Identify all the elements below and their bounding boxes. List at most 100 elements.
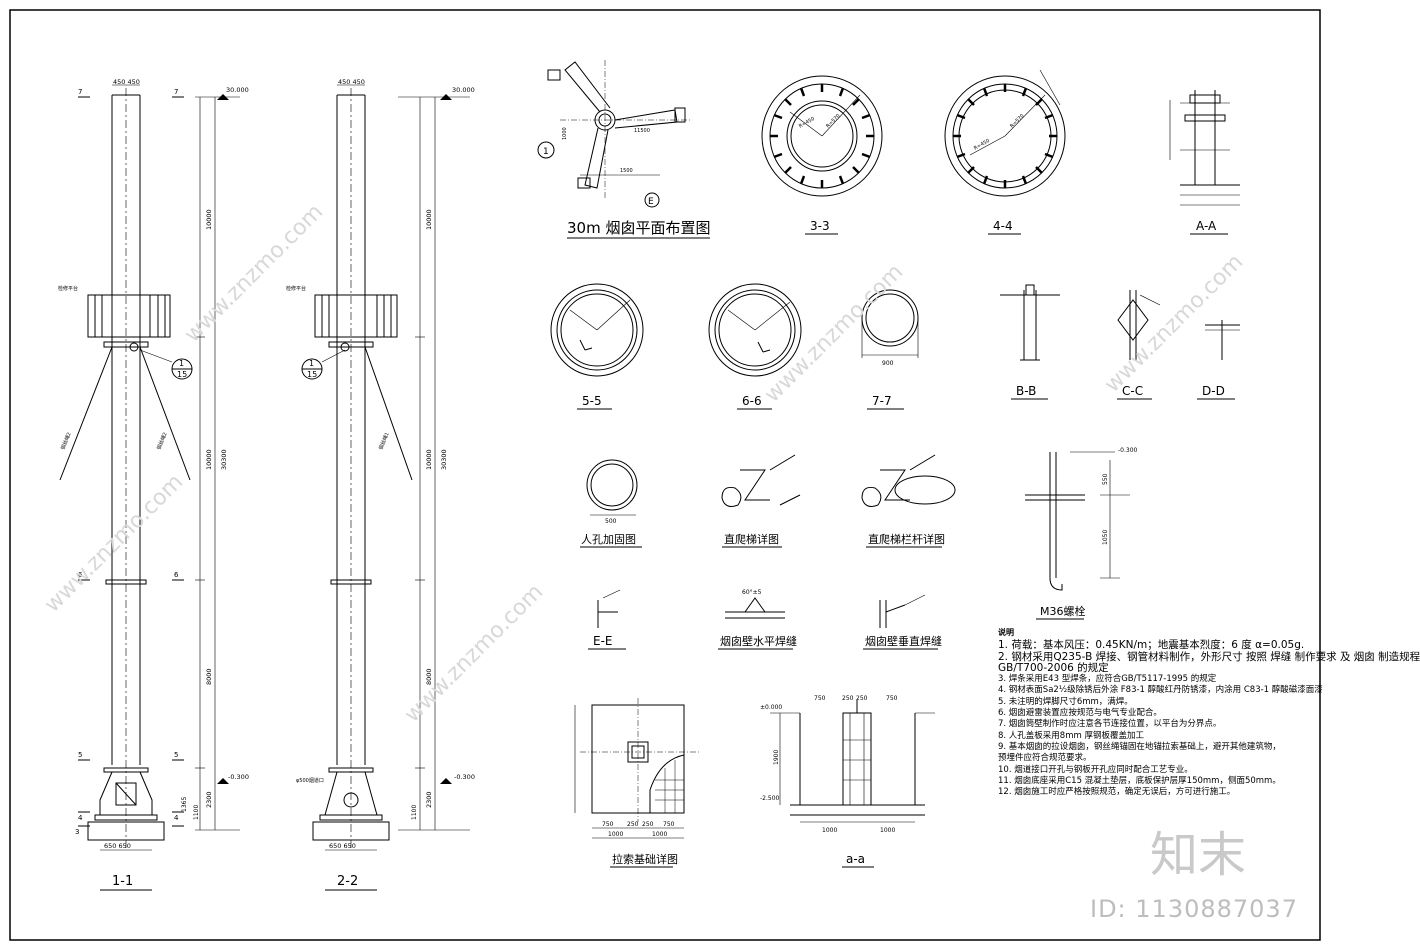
saa-dim-4: 1000: [822, 827, 837, 834]
e22-dim-mid: 10000: [425, 449, 433, 470]
manhole-dim: 500: [605, 518, 617, 525]
see-title: E-E: [593, 634, 613, 648]
note-line-7: 6. 烟囱避雷装置应按规范与电气专业配合。: [998, 708, 1162, 719]
drawing-sheet: 450 450 30.000 -0.300 10000 10000 30300 …: [9, 9, 1321, 941]
section-e-e: [597, 589, 621, 628]
e11-sec6-right: 6: [174, 571, 179, 579]
section-7-7: [861, 289, 919, 358]
section-6-6: [708, 283, 802, 377]
bolt-dim-1: 1050: [1102, 530, 1109, 545]
e11-dim-total: 30300: [220, 449, 228, 470]
vertical-weld: [879, 594, 926, 628]
s55-title: 5-5: [582, 394, 602, 408]
section-b-b-labels: B-B: [1016, 384, 1036, 398]
bolt-elev: -0.300: [1118, 447, 1138, 454]
bolt-title: M36螺栓: [1040, 604, 1086, 618]
saa-dim-1: 250: [842, 695, 854, 702]
e11-dim-b2: 1365: [181, 797, 188, 812]
manhole-title: 人孔加固图: [581, 533, 636, 546]
e11-dim-b1: 1100: [193, 805, 200, 820]
notes-heading: 说明: [998, 628, 1014, 637]
e11-cable-right: 钢丝绳2: [155, 431, 168, 450]
s33-r0: R=450: [798, 116, 816, 130]
ladder-detail: [721, 454, 801, 507]
section-7-7-labels: 900 7-7: [872, 360, 894, 408]
elevation-2-2: [301, 84, 470, 851]
note-line-2: 2. 钢材采用Q235-B 焊接、钢管材料制作，外形尺寸 按照 焊缝 制作要求 …: [998, 650, 1420, 663]
elevation-2-2-labels: 450 450 30.000 -0.300 10000 10000 30300 …: [286, 78, 475, 889]
saa-dim-5: 1000: [880, 827, 895, 834]
e22-dim-b1: 1100: [411, 805, 418, 820]
e11-sec4-left: 4: [78, 814, 83, 822]
e11-dim-bottom: 650 650: [104, 842, 131, 850]
e11-detail-sheet: 15: [177, 370, 187, 379]
e11-sec5-left: 5: [78, 751, 82, 759]
section-a-a-labels: A-A: [1196, 219, 1217, 233]
section-a-a: [1169, 90, 1240, 206]
e11-platform-label: 检修平台: [58, 285, 78, 292]
m36-bolt-labels: -0.300 550 1050 M36螺栓: [1040, 447, 1138, 618]
plan-view-labels: 1 E 1500 1000 11500 30m 烟囱平面布置图: [543, 127, 710, 237]
found-dim-5: 1000: [652, 831, 667, 838]
ladder-rail-labels: 直爬梯栏杆详图: [868, 532, 945, 546]
sdd-title: D-D: [1202, 384, 1225, 398]
plan-view: [537, 60, 690, 208]
plan-axis-1: 1: [543, 147, 549, 157]
e11-cable-left: 钢丝绳2: [59, 431, 72, 450]
e22-detail-num: 1: [309, 359, 314, 368]
scc-title: C-C: [1122, 384, 1143, 398]
section-c-c-labels: C-C: [1122, 384, 1143, 398]
saa-depth: 1900: [773, 750, 780, 765]
e11-sec6-left: 6: [78, 571, 83, 579]
s33-r1: R=570: [825, 113, 841, 129]
e22-top-width: 450 450: [338, 78, 365, 86]
found-dim-4: 1000: [608, 831, 623, 838]
ladder-rail-detail: [861, 454, 956, 507]
saa-title: A-A: [1196, 219, 1217, 233]
plan-axis-e: E: [648, 197, 654, 207]
s66-title: 6-6: [742, 394, 762, 408]
e11-dim-base: 2300: [205, 791, 213, 808]
saa-dim-3: 750: [886, 695, 898, 702]
section-e-e-labels: E-E: [593, 634, 613, 648]
e11-title: 1-1: [112, 874, 133, 889]
elevation-1-1: [59, 84, 240, 851]
e11-sec4-right: 4: [174, 814, 179, 822]
e11-sec3-left: 3: [75, 828, 79, 836]
e22-cable-left: 钢丝绳1: [377, 431, 390, 450]
note-line-4: 3. 焊条采用E43 型焊条，应符合GB/T5117-1995 的规定: [998, 674, 1217, 685]
e22-platform-label: 检修平台: [286, 285, 306, 292]
e22-dim-base: 2300: [425, 791, 433, 808]
design-notes: 说明 1. 荷载：基本风压：0.45KN/m；地震基本烈度：6 度 α=0.05…: [998, 627, 1420, 798]
e22-dim-lower: 8000: [425, 668, 433, 685]
plan-dim-2: 11500: [634, 128, 650, 134]
note-line-3: GB/T700-2006 的规定: [998, 661, 1109, 674]
e11-dim-upper: 10000: [205, 209, 213, 230]
found-dim-0: 750: [602, 821, 614, 828]
sbb-title: B-B: [1016, 384, 1036, 398]
ladder-rail-title: 直爬梯栏杆详图: [868, 532, 945, 546]
s44-title: 4-4: [993, 219, 1013, 233]
s33-title: 3-3: [810, 219, 830, 233]
note-line-1: 1. 荷载：基本风压：0.45KN/m；地震基本烈度：6 度 α=0.05g.: [998, 639, 1305, 652]
e22-opening: φ500烟道口: [296, 777, 324, 784]
saa-dim-2: 250: [856, 695, 868, 702]
vertical-weld-labels: 烟囱壁垂直焊缝: [865, 634, 942, 648]
section-d-d: [1205, 320, 1240, 360]
saa-elev-bot: -2.500: [760, 795, 780, 802]
e22-dim-total: 30300: [440, 449, 448, 470]
found-dim-2: 250: [642, 821, 654, 828]
section-3-3-labels: R=450 R=570 3-3: [798, 113, 842, 233]
weld-angle: 60°±5: [742, 589, 762, 596]
saa-elev-top: ±0.000: [760, 704, 782, 711]
note-line-9: 8. 人孔盖板采用8mm 厚钢板覆盖加工: [998, 730, 1144, 741]
s77-title: 7-7: [872, 394, 892, 408]
found-title: 拉索基础详图: [612, 852, 678, 866]
section-4-4-labels: R=450 R=570 4-4: [973, 113, 1026, 233]
found-dim-3: 750: [663, 821, 675, 828]
saa-title: a-a: [846, 852, 865, 866]
note-line-6: 5. 未注明的焊脚尺寸6mm，满焊。: [998, 696, 1133, 707]
saa-dim-0: 750: [814, 695, 826, 702]
e22-dim-upper: 10000: [425, 209, 433, 230]
e11-sec5-right: 5: [174, 751, 178, 759]
